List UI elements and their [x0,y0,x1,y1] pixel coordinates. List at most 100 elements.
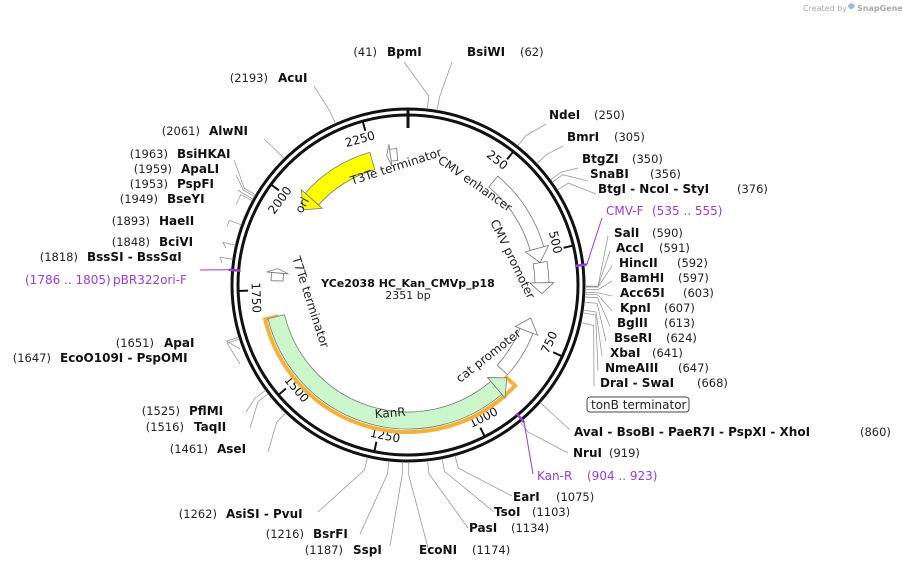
enzyme-label-left[interactable]: (1959) ApaLI [134,162,219,176]
enzyme-label-right[interactable]: AccI (591) [616,241,690,255]
enzyme-label-left[interactable]: (1216) BsrFI [266,527,348,541]
enzyme-label-right[interactable]: SnaBI (356) [590,167,681,181]
svg-text:(41): (41) [353,45,377,59]
enzyme-leader [235,193,253,206]
primer-label-kan-r[interactable]: Kan-R (904 .. 923) [537,469,657,483]
enzyme-leader [584,293,613,312]
svg-text:(597): (597) [678,271,709,285]
enzyme-label-right[interactable]: AvaI - BsoBI - PaeR7I - PspXI - XhoI (86… [574,425,891,439]
enzyme-label-left[interactable]: (1963) BsiHKAI [130,147,231,161]
enzyme-label-right[interactable]: NdeI (250) [549,108,625,122]
svg-text:NdeI: NdeI [549,108,580,122]
tick-mark [506,150,515,161]
enzyme-label-left[interactable]: (1262) AsiSI - PvuI [179,507,303,521]
svg-text:(1461): (1461) [170,442,208,456]
feature-cat-promoter[interactable] [496,317,539,376]
svg-text:EcoO109I - PspOMI: EcoO109I - PspOMI [60,351,188,365]
enzyme-leader [237,189,254,200]
svg-text:(1893): (1893) [112,214,150,228]
enzyme-label-right[interactable]: SalI (590) [614,226,683,240]
svg-text:BtgZI: BtgZI [582,152,619,166]
enzyme-label-right[interactable]: BtgI - NcoI - StyI (376) [598,182,768,196]
enzyme-leader [550,167,579,181]
enzyme-label-left[interactable]: (1461) AseI [170,442,246,456]
enzyme-leader [222,241,236,249]
primer-label-cmv-f[interactable]: CMV-F (535 .. 555) [606,204,722,218]
enzyme-label-left[interactable]: (2193) AcuI [230,71,308,85]
enzyme-label-right[interactable]: KpnI (607) [620,301,695,315]
enzyme-label-right[interactable]: NmeAIII (647) [605,361,709,375]
feature-t7te-terminator[interactable] [266,268,289,282]
enzyme-label-right[interactable]: DraI - SwaI (668) [600,376,728,390]
tick-mark [361,120,367,132]
enzyme-leader [219,256,233,264]
enzyme-label-right[interactable]: XbaI (641) [610,346,683,360]
enzyme-label-right[interactable]: BsiWI (62) [467,45,544,59]
svg-text:(919): (919) [609,446,640,460]
primer-leader [586,217,603,265]
svg-text:EarI: EarI [513,490,540,504]
feature-kanr[interactable] [267,314,508,430]
enzyme-label-right[interactable]: NruI (919) [573,446,640,460]
svg-text:(1953): (1953) [130,177,168,191]
enzyme-leader [517,123,547,147]
svg-text:(1075): (1075) [556,490,594,504]
enzyme-label-left[interactable]: (1187) SspI [305,543,382,557]
enzyme-leader [557,182,597,195]
enzyme-leader [441,458,495,513]
enzyme-label-right[interactable]: BmrI (305) [567,130,645,144]
svg-text:BsrFI: BsrFI [313,527,348,541]
tick-label: 750 [538,329,560,356]
enzyme-label-left[interactable]: (1525) PflMI [142,404,223,418]
svg-text:(1187): (1187) [305,543,343,557]
svg-text:AseI: AseI [217,442,246,456]
enzyme-label-left[interactable]: (2061) AlwNI [162,124,248,138]
enzyme-leader [359,460,390,535]
svg-text:NmeAIII: NmeAIII [605,361,658,375]
feature-label-tonb[interactable]: tonB terminator [586,396,690,413]
enzyme-leader [408,461,429,549]
svg-text:BsiWI: BsiWI [467,45,505,59]
svg-text:AcuI: AcuI [278,71,307,85]
svg-text:(1174): (1174) [472,543,510,557]
svg-text:BciVI: BciVI [159,235,193,249]
enzyme-leader [245,389,266,413]
enzyme-label-left[interactable]: (1949) BseYI [120,192,205,206]
svg-text:(2193): (2193) [230,71,268,85]
enzyme-label-right[interactable]: BamHI (597) [620,271,709,285]
svg-text:XbaI: XbaI [610,346,640,360]
enzyme-leader [235,174,255,197]
enzyme-label-right[interactable]: EcoNI (1174) [419,543,510,557]
feature-cmv-enhancer[interactable] [488,175,550,264]
enzyme-label-right[interactable]: TsoI (1103) [494,505,570,519]
enzyme-label-left[interactable]: (1647) EcoO109I - PspOMI [13,351,188,365]
enzyme-label-left[interactable]: (1953) PspFI [130,177,214,191]
enzyme-label-right[interactable]: BglII (613) [617,316,695,330]
tick-mark [270,183,280,192]
svg-text:HincII: HincII [619,256,658,270]
enzyme-label-right[interactable]: BtgZI (350) [582,152,663,166]
enzyme-label-right[interactable]: EarI (1075) [513,490,594,504]
feature-ori[interactable] [300,151,376,211]
tick-mark [479,427,486,438]
enzyme-label-left[interactable]: (1516) TaqII [146,420,227,434]
primer-label-pbr322ori-f[interactable]: (1786 .. 1805) pBR322ori-F [25,273,187,287]
enzyme-label-left[interactable]: (1893) HaeII [112,214,194,228]
tick-mark [563,244,574,249]
enzyme-label-right[interactable]: Acc65I (603) [620,286,714,300]
enzyme-label-left[interactable]: (1818) BssSI - BssSαI [40,250,182,264]
svg-text:BamHI: BamHI [620,271,664,285]
enzyme-label-right[interactable]: BseRI (624) [614,331,697,345]
enzyme-label-left[interactable]: (1651) ApaI [116,336,195,350]
enzyme-leader [584,280,613,291]
feature-cmv-promoter[interactable] [528,261,556,295]
enzyme-label-right[interactable]: PasI (1134) [469,521,549,535]
feature-t3te-terminator[interactable] [386,144,399,167]
svg-text:SnaBI: SnaBI [590,167,629,181]
enzyme-leader [582,312,599,372]
enzyme-label-right[interactable]: HincII (592) [619,256,708,270]
primer-tick [228,268,241,273]
enzyme-label-left[interactable]: (1848) BciVI [112,235,193,249]
enzyme-label-left[interactable]: (41) BpmI [353,45,421,59]
svg-text:HaeII: HaeII [159,214,194,228]
